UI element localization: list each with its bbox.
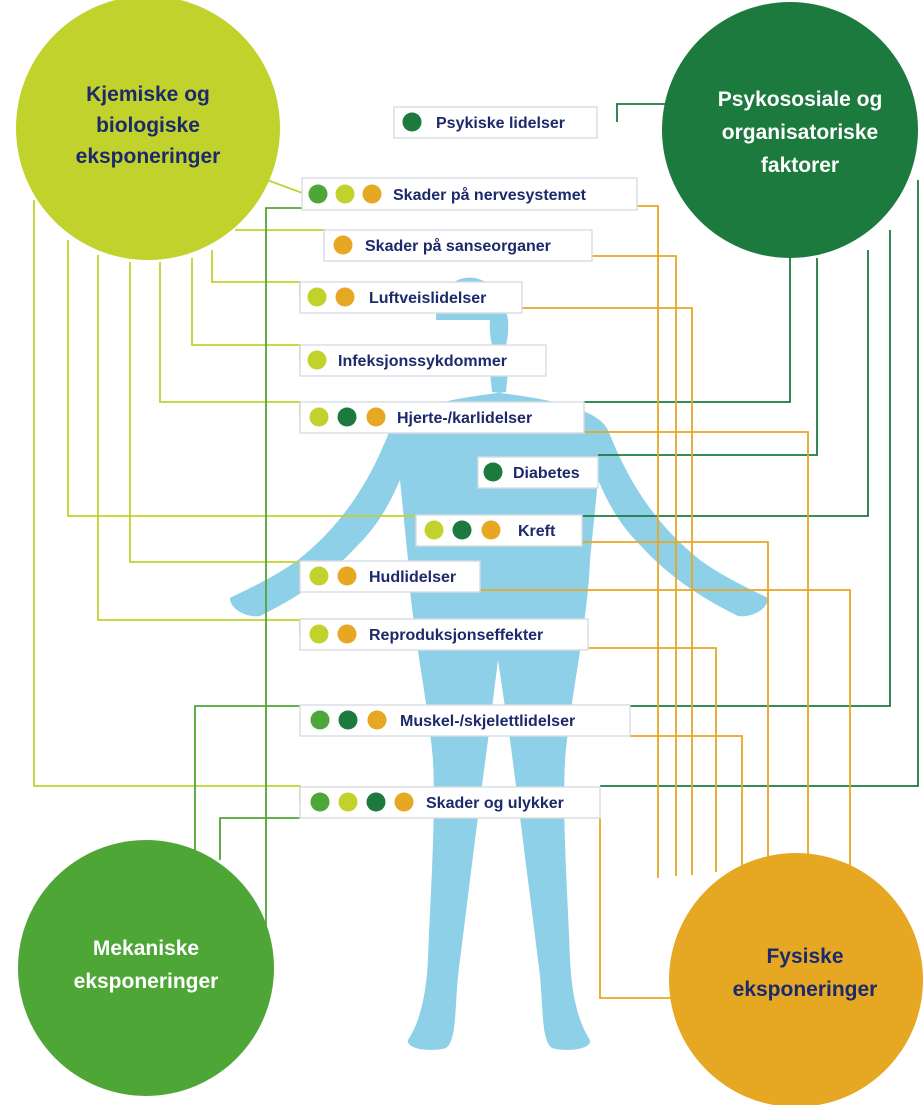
- chem-line-skin: [129, 262, 301, 576]
- dot-chemical: [309, 407, 329, 427]
- chemical-title-line1: Kjemiske og: [86, 83, 210, 106]
- dot-chemical: [424, 520, 444, 540]
- condition-label: Hudlidelser: [369, 569, 456, 586]
- dot-chemical: [309, 566, 329, 586]
- phys-line-msd: [630, 735, 743, 866]
- dot-mechanical: [308, 184, 328, 204]
- psychosocial-title-line2: organisatoriske: [722, 121, 878, 144]
- mechanical-title-line1: Mekaniske: [93, 937, 199, 960]
- mech-line-msd: [194, 705, 300, 870]
- psychosocial-title-line3: faktorer: [761, 154, 839, 177]
- phys-line-cancer: [582, 541, 769, 860]
- dot-physical: [367, 710, 387, 730]
- dot-psychosocial: [452, 520, 472, 540]
- condition-luftveislidelser: Luftveislidelser: [299, 281, 523, 314]
- condition-skader-og-ulykker: Skader og ulykker: [299, 786, 601, 819]
- condition-hudlidelser: Hudlidelser: [299, 560, 481, 593]
- condition-label: Infeksjonssykdommer: [338, 353, 507, 370]
- dot-physical: [366, 407, 386, 427]
- mech-line-accident: [219, 817, 300, 860]
- psychosocial-title-line1: Psykososiale og: [718, 88, 883, 111]
- exposure-physical-circle: Fysiske eksponeringer: [669, 853, 923, 1105]
- dot-mechanical: [310, 792, 330, 812]
- exposure-chemical-circle: Kjemiske og biologiske eksponeringer: [16, 0, 280, 260]
- psy-line-heart: [584, 240, 791, 403]
- psy-line-mental: [616, 103, 680, 122]
- dot-psychosocial: [366, 792, 386, 812]
- psy-line-cancer: [582, 250, 869, 517]
- dot-physical: [333, 235, 353, 255]
- condition-label: Skader på nervesystemet: [393, 186, 587, 204]
- phys-line-heart: [584, 431, 809, 878]
- dot-psychosocial: [337, 407, 357, 427]
- condition-psykiske-lidelser: Psykiske lidelser: [393, 106, 598, 139]
- dot-chemical: [307, 350, 327, 370]
- dot-mechanical: [310, 710, 330, 730]
- phys-line-repro: [588, 647, 717, 872]
- chem-line-heart: [159, 262, 301, 417]
- condition-label: Hjerte-/karlidelser: [397, 410, 532, 427]
- dot-chemical: [309, 624, 329, 644]
- condition-diabetes: Diabetes: [477, 456, 599, 489]
- condition-infeksjonssykdommer: Infeksjonssykdommer: [299, 344, 547, 377]
- psy-line-diabetes: [598, 258, 818, 456]
- chem-line-accident: [33, 200, 301, 803]
- condition-label: Skader på sanseorganer: [365, 237, 551, 255]
- chem-line-sense: [235, 229, 326, 246]
- phys-line-sense: [592, 255, 677, 876]
- physical-title-line1: Fysiske: [766, 945, 843, 968]
- psy-line-accident: [600, 180, 919, 787]
- mechanical-title-line2: eksponeringer: [74, 970, 219, 993]
- condition-label: Muskel-/skjelettlidelser: [400, 713, 575, 730]
- chemical-title-line2: biologiske: [96, 114, 200, 137]
- condition-label: Psykiske lidelser: [436, 115, 565, 132]
- dot-physical: [337, 566, 357, 586]
- dot-psychosocial: [483, 462, 503, 482]
- condition-reproduksjonseffekter: Reproduksjonseffekter: [299, 618, 589, 651]
- dot-physical: [394, 792, 414, 812]
- condition-label: Kreft: [518, 523, 556, 540]
- dot-chemical: [307, 287, 327, 307]
- condition-muskel-skjelettlidelser: Muskel-/skjelettlidelser: [299, 704, 631, 737]
- dot-physical: [337, 624, 357, 644]
- physical-title-line2: eksponeringer: [733, 978, 878, 1001]
- condition-label: Diabetes: [513, 465, 580, 482]
- condition-skader-nervesystemet: Skader på nervesystemet: [301, 177, 638, 211]
- condition-label: Skader og ulykker: [426, 795, 564, 812]
- dot-chemical: [335, 184, 355, 204]
- chemical-title-line3: eksponeringer: [76, 145, 221, 168]
- phys-line-nerve: [637, 205, 659, 878]
- mech-line-nerve: [265, 207, 305, 928]
- exposure-mechanical-circle: Mekaniske eksponeringer: [18, 840, 274, 1096]
- psy-line-msd: [630, 230, 891, 707]
- condition-label: Luftveislidelser: [369, 290, 486, 307]
- dot-psychosocial: [338, 710, 358, 730]
- chem-line-infection: [191, 258, 301, 361]
- phys-line-accident: [599, 818, 690, 999]
- phys-line-airway: [522, 307, 693, 875]
- condition-labels: Psykiske lidelser Skader på nervesysteme…: [299, 106, 638, 819]
- dot-psychosocial: [402, 112, 422, 132]
- chem-line-airway: [211, 250, 301, 297]
- dot-physical: [335, 287, 355, 307]
- dot-physical: [481, 520, 501, 540]
- condition-label: Reproduksjonseffekter: [369, 627, 543, 644]
- exposure-psychosocial-circle: Psykososiale og organisatoriske faktorer: [662, 2, 918, 258]
- phys-line-skin: [480, 589, 851, 868]
- dot-chemical: [338, 792, 358, 812]
- human-body-silhouette: [230, 277, 768, 1050]
- condition-kreft: Kreft: [415, 514, 583, 547]
- condition-skader-sanseorganer: Skader på sanseorganer: [323, 229, 593, 262]
- dot-physical: [362, 184, 382, 204]
- condition-hjerte-karlidelser: Hjerte-/karlidelser: [299, 401, 585, 434]
